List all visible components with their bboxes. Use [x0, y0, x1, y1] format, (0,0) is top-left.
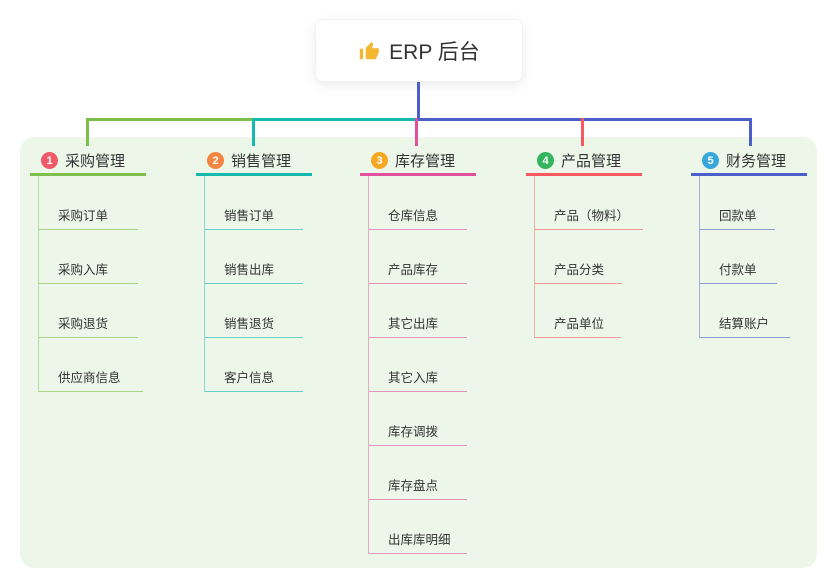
thumbs-up-icon	[360, 41, 380, 59]
child-node[interactable]: 出库库明细	[369, 500, 467, 554]
child-node[interactable]: 采购入库	[39, 230, 138, 284]
child-node[interactable]: 结算账户	[700, 284, 790, 338]
branch-label: 产品管理	[561, 153, 622, 170]
child-node[interactable]: 产品分类	[535, 230, 622, 284]
child-node[interactable]: 其它出库	[369, 284, 467, 338]
child-node[interactable]: 其它入库	[369, 338, 467, 392]
child-node[interactable]: 销售退货	[205, 284, 303, 338]
connector-drop-purchase	[86, 118, 89, 146]
root-label: ERP 后台	[389, 40, 480, 64]
branch-children: 产品（物料） 产品分类 产品单位	[534, 176, 643, 338]
child-node[interactable]: 销售出库	[205, 230, 303, 284]
child-node[interactable]: 采购退货	[39, 284, 138, 338]
branch-finance: 5 财务管理 回款单 付款单 结算账户	[691, 148, 807, 338]
branch-children: 仓库信息 产品库存 其它出库 其它入库 库存调拨 库存盘点 出库库明细	[368, 176, 476, 554]
connector-drop-sales	[252, 118, 255, 146]
connector-drop-product	[581, 118, 584, 146]
child-node[interactable]: 回款单	[700, 176, 775, 230]
mindmap-panel	[20, 137, 817, 568]
branch-number-badge: 3	[371, 152, 388, 169]
branch-node-product[interactable]: 4 产品管理	[526, 148, 642, 176]
connector-drop-finance	[749, 118, 752, 146]
child-node[interactable]: 采购订单	[39, 176, 138, 230]
child-node[interactable]: 库存调拨	[369, 392, 467, 446]
child-node[interactable]: 库存盘点	[369, 446, 467, 500]
branch-children: 采购订单 采购入库 采购退货 供应商信息	[38, 176, 146, 392]
branch-number-badge: 5	[702, 152, 719, 169]
branch-inventory: 3 库存管理 仓库信息 产品库存 其它出库 其它入库 库存调拨 库存盘点 出库库…	[360, 148, 476, 554]
child-node[interactable]: 供应商信息	[39, 338, 143, 392]
branch-label: 库存管理	[395, 153, 456, 170]
child-node[interactable]: 付款单	[700, 230, 777, 284]
connector-root-drop	[417, 82, 420, 120]
branch-children: 回款单 付款单 结算账户	[699, 176, 807, 338]
child-node[interactable]: 仓库信息	[369, 176, 467, 230]
branch-number-badge: 1	[41, 152, 58, 169]
branch-node-purchase[interactable]: 1 采购管理	[30, 148, 146, 176]
branch-product: 4 产品管理 产品（物料） 产品分类 产品单位	[526, 148, 643, 338]
root-node[interactable]: ERP 后台	[315, 19, 523, 82]
child-node[interactable]: 产品（物料）	[535, 176, 643, 230]
branch-label: 采购管理	[65, 153, 126, 170]
child-node[interactable]: 产品单位	[535, 284, 621, 338]
branch-node-sales[interactable]: 2 销售管理	[196, 148, 312, 176]
branch-label: 销售管理	[231, 153, 292, 170]
connector-h-sales	[252, 118, 420, 121]
child-node[interactable]: 产品库存	[369, 230, 467, 284]
branch-label: 财务管理	[726, 153, 787, 170]
branch-children: 销售订单 销售出库 销售退货 客户信息	[204, 176, 312, 392]
connector-h-purchase	[86, 118, 255, 121]
branch-node-finance[interactable]: 5 财务管理	[691, 148, 807, 176]
branch-number-badge: 4	[537, 152, 554, 169]
child-node[interactable]: 销售订单	[205, 176, 303, 230]
connector-h-finance	[417, 118, 752, 121]
branch-node-inventory[interactable]: 3 库存管理	[360, 148, 476, 176]
branch-sales: 2 销售管理 销售订单 销售出库 销售退货 客户信息	[196, 148, 312, 392]
branch-purchase: 1 采购管理 采购订单 采购入库 采购退货 供应商信息	[30, 148, 146, 392]
connector-drop-inventory	[415, 118, 418, 146]
branch-number-badge: 2	[207, 152, 224, 169]
child-node[interactable]: 客户信息	[205, 338, 303, 392]
